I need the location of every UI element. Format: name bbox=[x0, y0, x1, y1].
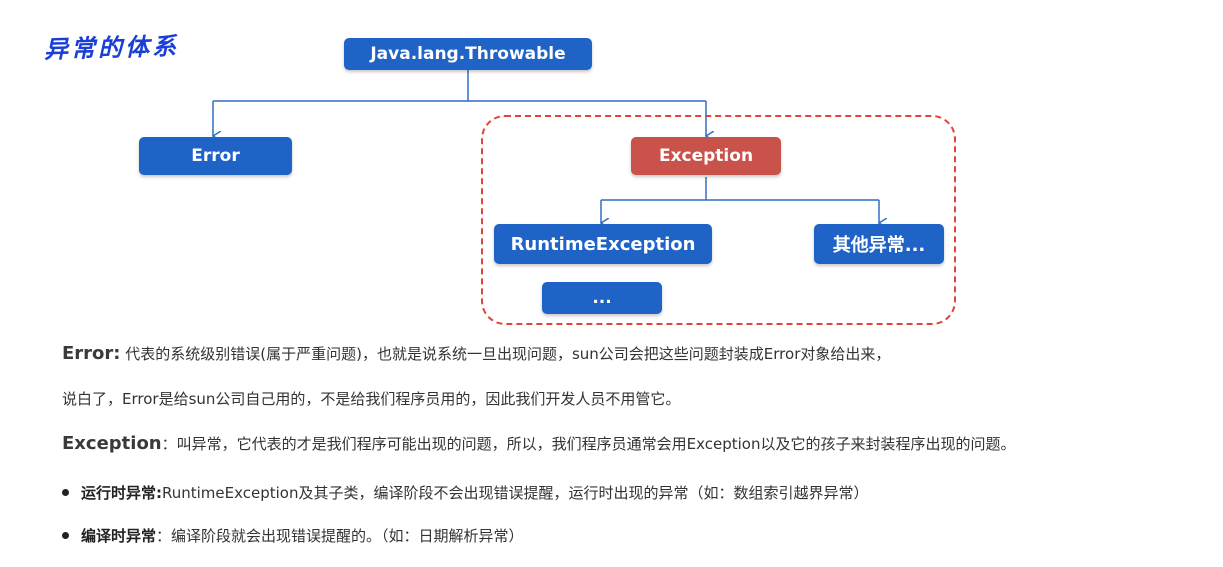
runtime-exception-bullet: 运行时异常: RuntimeException及其子类，编译阶段不会出现错误提醒… bbox=[62, 482, 868, 503]
error-line-1-text: 代表的系统级别错误(属于严重问题)，也就是说系统一旦出现问题，sun公司会把这些… bbox=[120, 345, 891, 363]
runtime-line-text: RuntimeException及其子类，编译阶段不会出现错误提醒，运行时出现的… bbox=[162, 484, 869, 502]
page-title: 异常的体系 bbox=[43, 31, 180, 64]
compile-line-text: ：编译阶段就会出现错误提醒的。（如：日期解析异常） bbox=[156, 527, 524, 545]
error-node: Error bbox=[139, 137, 292, 175]
exception-term: Exception bbox=[62, 433, 162, 454]
error-description-line-2: 说白了，Error是给sun公司自己用的，不是给我们程序员用的，因此我们开发人员… bbox=[62, 390, 681, 408]
exception-description: Exception：叫异常，它代表的才是我们程序可能出现的问题，所以，我们程序员… bbox=[62, 433, 1015, 454]
runtime-term: 运行时异常: bbox=[81, 484, 162, 502]
error-description-line-1: Error: 代表的系统级别错误(属于严重问题)，也就是说系统一旦出现问题，su… bbox=[62, 343, 890, 364]
runtime-exception-node: RuntimeException bbox=[494, 224, 712, 264]
runtime-children-node: ... bbox=[542, 282, 662, 314]
exception-group-frame bbox=[481, 115, 956, 325]
error-term: Error: bbox=[62, 343, 121, 364]
exception-node: Exception bbox=[631, 137, 781, 175]
exception-line-text: ：叫异常，它代表的才是我们程序可能出现的问题，所以，我们程序员通常会用Excep… bbox=[161, 435, 1016, 453]
throwable-node: Java.lang.Throwable bbox=[344, 38, 592, 70]
bullet-dot bbox=[62, 489, 69, 496]
other-exceptions-node: 其他异常... bbox=[814, 224, 944, 264]
compile-term: 编译时异常 bbox=[81, 527, 157, 545]
bullet-dot bbox=[62, 532, 69, 539]
compile-exception-bullet: 编译时异常：编译阶段就会出现错误提醒的。（如：日期解析异常） bbox=[62, 525, 524, 546]
